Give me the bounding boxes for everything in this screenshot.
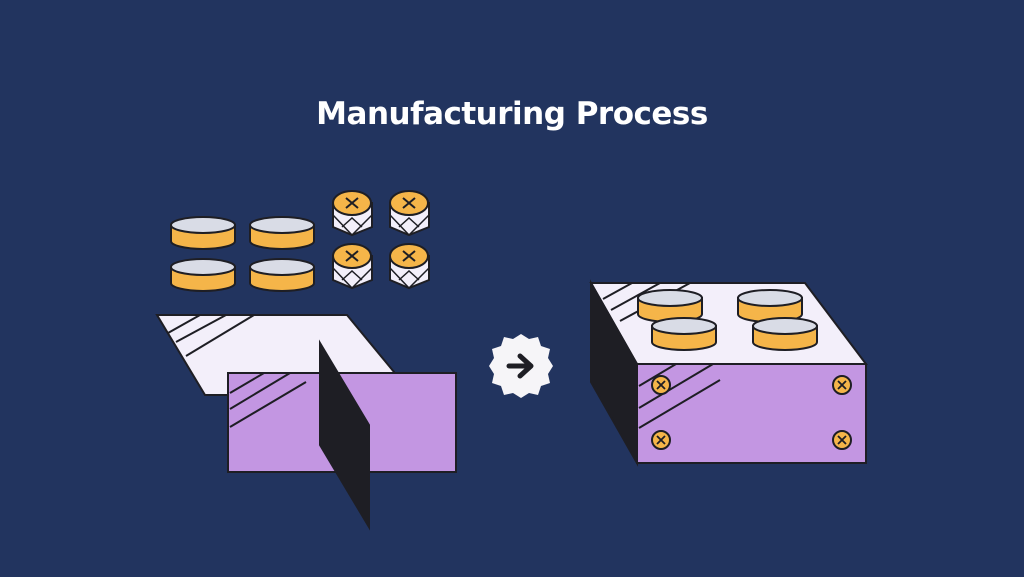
raw-components-group [170, 190, 430, 292]
mounted-cylinder [651, 317, 717, 351]
cylinder-part [249, 216, 315, 250]
process-step-badge [489, 334, 553, 398]
screw-part [332, 243, 373, 290]
screw-part [332, 190, 373, 237]
cylinder-part [170, 258, 236, 292]
mounted-cylinder [637, 289, 703, 323]
assembled-product [589, 279, 869, 467]
x-cross-screw-icon [832, 430, 852, 450]
mounted-cylinder [752, 317, 818, 351]
raw-panels-group [155, 314, 457, 531]
page-title: Manufacturing Process [316, 96, 708, 132]
assembled-top-face [589, 282, 869, 365]
screw-part [389, 190, 430, 237]
x-cross-screw-icon [832, 375, 852, 395]
screw-part [389, 243, 430, 290]
cylinder-part [170, 216, 236, 250]
x-cross-screw-icon [651, 375, 671, 395]
x-cross-screw-icon [651, 430, 671, 450]
assembled-front-face [636, 363, 867, 464]
side-panel-part [319, 339, 370, 531]
mounted-cylinder [737, 289, 803, 323]
cylinder-part [249, 258, 315, 292]
arrow-right-icon [506, 353, 534, 379]
